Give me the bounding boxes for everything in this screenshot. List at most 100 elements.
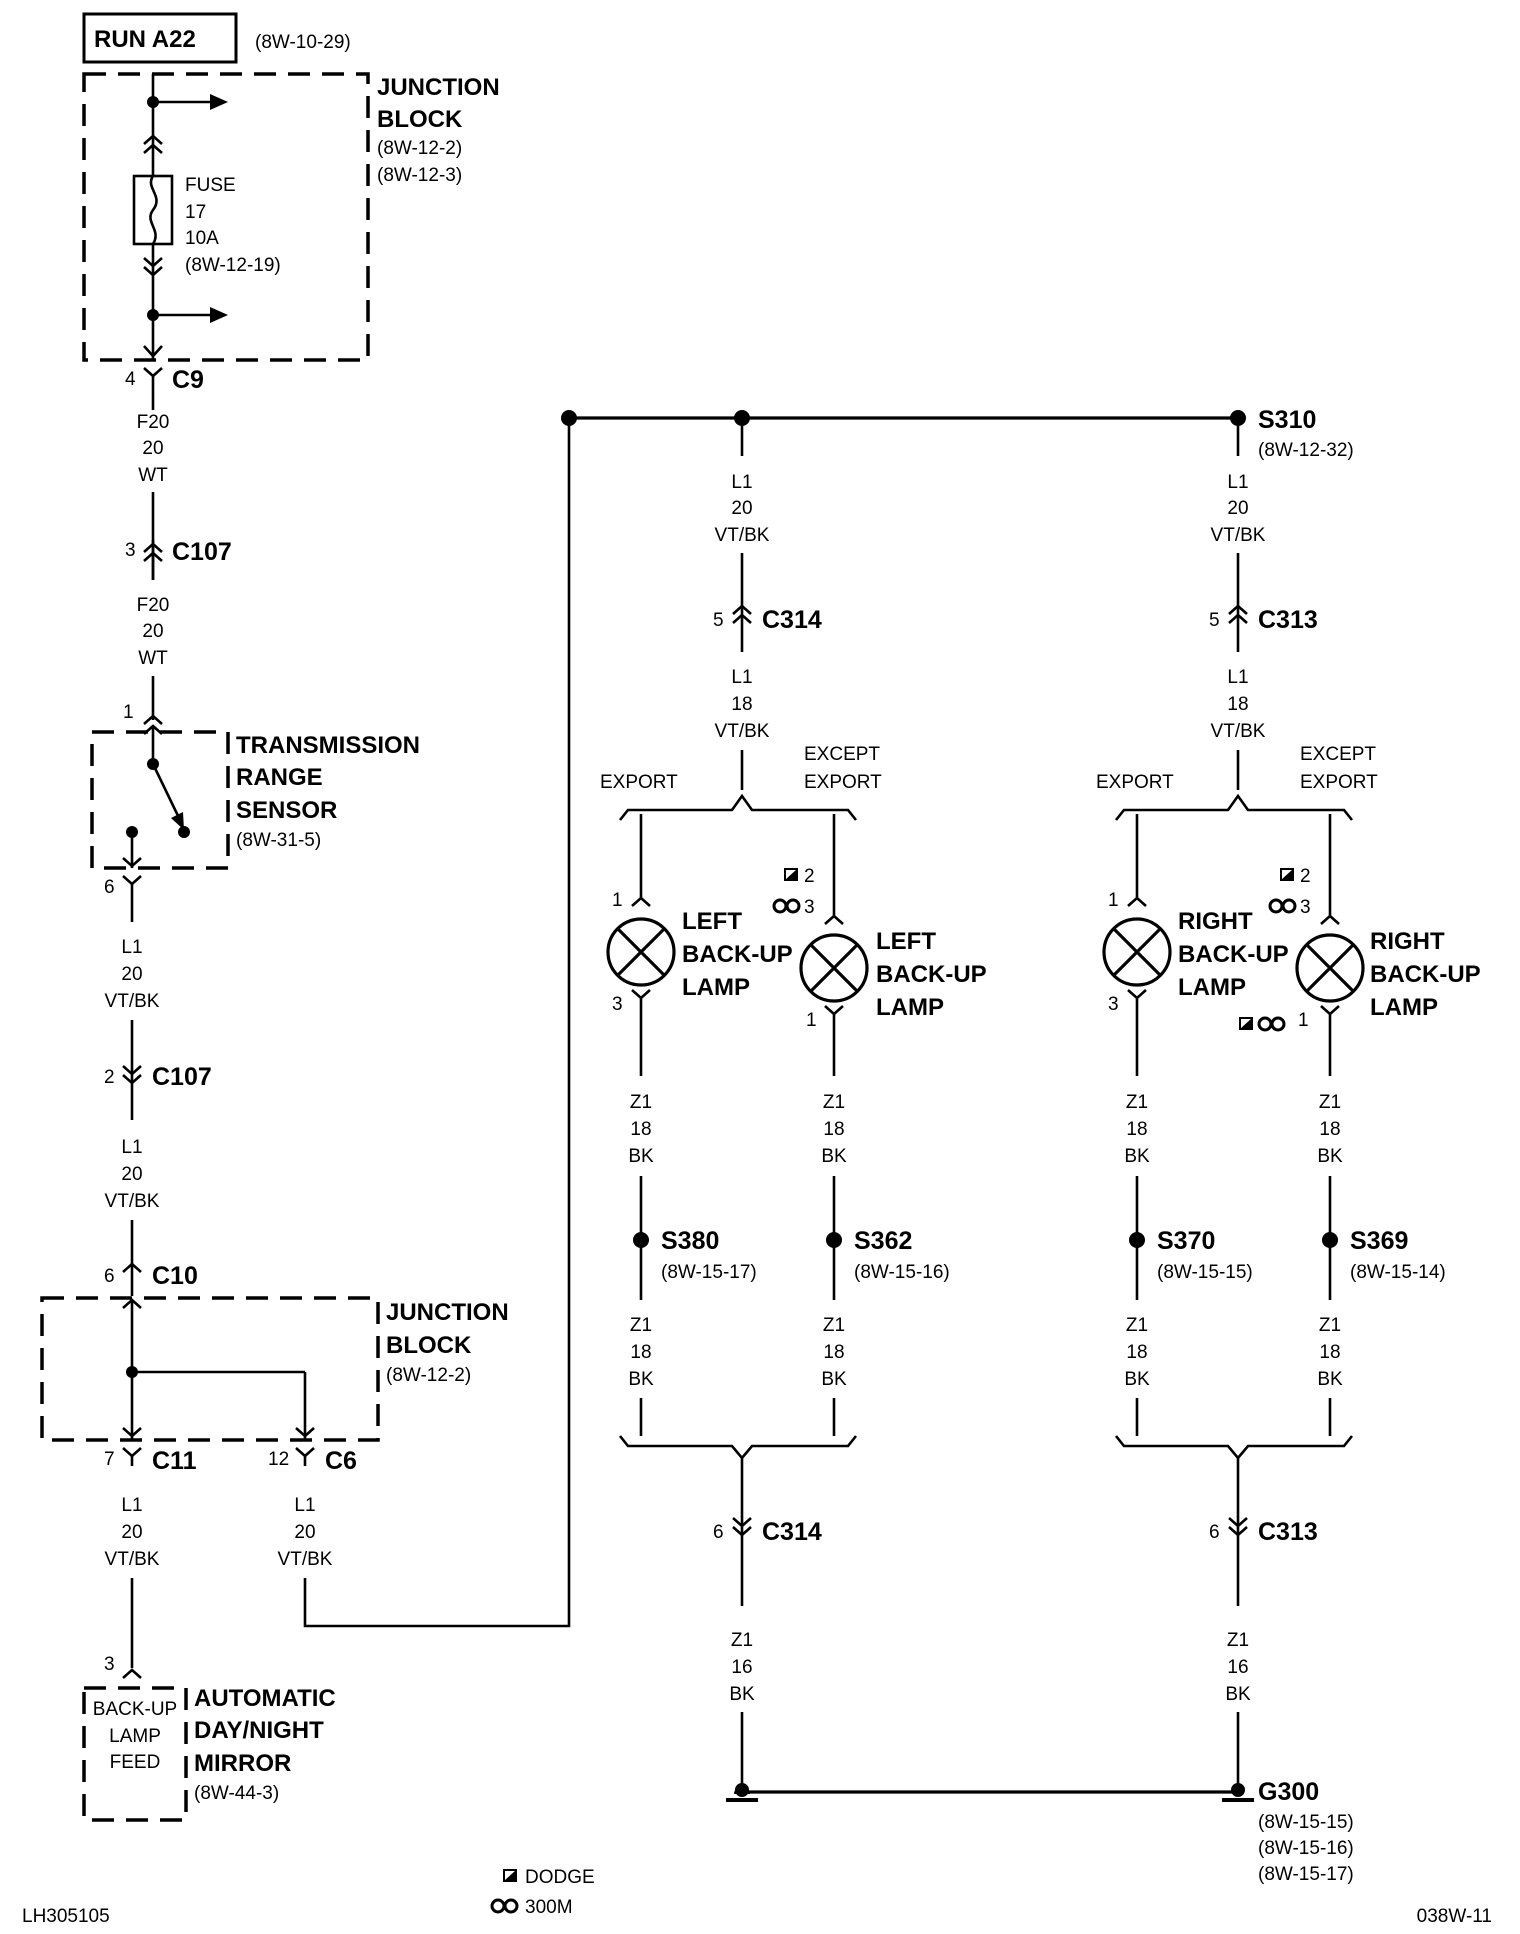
svg-text:LAMP: LAMP [682, 974, 750, 1001]
wire-label-f20-b: F20 20 WT [137, 595, 170, 669]
svg-text:7: 7 [104, 1449, 115, 1470]
svg-text:(8W-12-2): (8W-12-2) [386, 1365, 471, 1386]
title-block: RUN A22 (8W-10-29) [82, 12, 351, 64]
svg-text:2: 2 [804, 866, 815, 887]
fuse-label: FUSE [185, 175, 236, 196]
svg-text:(8W-15-17): (8W-15-17) [661, 1262, 757, 1283]
svg-text:VT/BK: VT/BK [278, 1549, 333, 1570]
svg-text:C314: C314 [762, 606, 822, 634]
svg-text:F20: F20 [137, 595, 170, 616]
svg-text:BACK-UP: BACK-UP [876, 961, 987, 988]
svg-text:16: 16 [731, 1657, 752, 1678]
svg-text:Z1: Z1 [1126, 1092, 1148, 1113]
splice-s310: S310 [1258, 406, 1316, 434]
branch-export-left: EXPORT [600, 772, 678, 793]
wire-label-right-feed-bot: L1 18 VT/BK [1211, 667, 1266, 742]
ground-wire-left-except: Z1 18 BK S362 (8W-15-16) Z1 18 BK [821, 1024, 950, 1436]
svg-text:VT/BK: VT/BK [105, 1191, 160, 1212]
splice-s362: S362 [854, 1227, 912, 1255]
svg-text:G300: G300 [1258, 1778, 1319, 1806]
svg-text:(8W-12-19): (8W-12-19) [185, 255, 281, 276]
svg-text:4: 4 [125, 369, 136, 390]
svg-text:1: 1 [612, 890, 623, 911]
svg-text:C107: C107 [172, 538, 232, 566]
connector-c10: C10 [152, 1262, 198, 1290]
svg-text:BACK-UP: BACK-UP [1370, 961, 1481, 988]
svg-text:(8W-12-3): (8W-12-3) [377, 165, 462, 186]
svg-text:BK: BK [1124, 1369, 1150, 1390]
splice-s370: S370 [1157, 1227, 1215, 1255]
svg-text:18: 18 [1126, 1119, 1147, 1140]
svg-text:VT/BK: VT/BK [1211, 721, 1266, 742]
branch-except-right-2: EXPORT [1300, 772, 1378, 793]
svg-text:Z1: Z1 [823, 1315, 845, 1336]
svg-text:C313: C313 [1258, 606, 1318, 634]
lamp-left-except-export: 2 3 1 LEFT BACK-UP LAMP [772, 814, 987, 1031]
svg-text:18: 18 [731, 694, 752, 715]
svg-text:20: 20 [121, 964, 142, 985]
svg-text:6: 6 [104, 1266, 115, 1287]
svg-text:RIGHT: RIGHT [1178, 908, 1253, 935]
automatic-day-night-mirror: 3 BACK-UP LAMP FEED AUTOMATIC DAY/NIGHT … [82, 1654, 336, 1822]
svg-text:LEFT: LEFT [876, 928, 936, 955]
wire-label-f20-a: F20 20 WT [137, 412, 170, 486]
ground-wire-right-except: Z1 18 BK S369 (8W-15-14) Z1 18 BK [1317, 1024, 1446, 1436]
svg-text:1: 1 [806, 1010, 817, 1031]
svg-text:BK: BK [628, 1146, 654, 1167]
svg-text:AUTOMATIC: AUTOMATIC [194, 1685, 336, 1712]
legend: DODGE 300M [490, 1867, 595, 1918]
svg-text:BK: BK [1124, 1146, 1150, 1167]
legend-dodge: DODGE [525, 1867, 595, 1888]
connector-c9: 4 C9 [125, 366, 204, 394]
lamp-right-except-export: 2 3 1 RIGHT BACK-UP LAMP [1239, 814, 1481, 1032]
svg-text:20: 20 [731, 498, 752, 519]
wire-label-left-feed-top: L1 20 VT/BK [715, 472, 770, 546]
wire-label-gnd-main-right: Z1 16 BK [1225, 1630, 1251, 1705]
svg-text:(8W-15-16): (8W-15-16) [1258, 1838, 1354, 1859]
svg-text:18: 18 [1319, 1119, 1340, 1140]
svg-text:LAMP: LAMP [1370, 994, 1438, 1021]
svg-text:Z1: Z1 [1126, 1315, 1148, 1336]
svg-text:18: 18 [1319, 1342, 1340, 1363]
feed-bus: S310 (8W-12-32) [561, 406, 1354, 461]
svg-text:BACK-UP: BACK-UP [682, 941, 793, 968]
svg-text:18: 18 [823, 1342, 844, 1363]
svg-text:FEED: FEED [110, 1752, 161, 1773]
svg-text:JUNCTION: JUNCTION [377, 74, 500, 101]
svg-text:SENSOR: SENSOR [236, 797, 337, 824]
svg-text:BACK-UP: BACK-UP [93, 1699, 177, 1720]
svg-text:BK: BK [821, 1369, 847, 1390]
svg-text:VT/BK: VT/BK [1211, 525, 1266, 546]
svg-text:RANGE: RANGE [236, 764, 323, 791]
ground-g300: G300 (8W-15-15) (8W-15-16) (8W-15-17) [726, 1778, 1354, 1885]
connector-c11: 7 C11 [104, 1446, 197, 1475]
svg-text:Z1: Z1 [630, 1315, 652, 1336]
branch-export-right: EXPORT [1096, 772, 1174, 793]
svg-text:1: 1 [1298, 1010, 1309, 1031]
connector-c313-b: 6 C313 [1209, 1516, 1318, 1546]
svg-text:Z1: Z1 [823, 1092, 845, 1113]
svg-text:BLOCK: BLOCK [377, 106, 463, 133]
svg-text:RIGHT: RIGHT [1370, 928, 1445, 955]
branch-except-left-2: EXPORT [804, 772, 882, 793]
wire-label-l1-b: L1 20 VT/BK [105, 1137, 160, 1212]
svg-text:LAMP: LAMP [876, 994, 944, 1021]
lamp-right-export: 1 3 RIGHT BACK-UP LAMP [1102, 814, 1289, 1015]
wire-label-right-feed-top: L1 20 VT/BK [1211, 472, 1266, 546]
connector-c313-a: 5 C313 [1209, 604, 1318, 634]
svg-text:C313: C313 [1258, 1518, 1318, 1546]
svg-text:BACK-UP: BACK-UP [1178, 941, 1289, 968]
svg-text:(8W-44-3): (8W-44-3) [194, 1783, 279, 1804]
svg-text:(8W-31-5): (8W-31-5) [236, 830, 321, 851]
wire-label-gnd-main-left: Z1 16 BK [729, 1630, 755, 1705]
splice-s380: S380 [661, 1227, 719, 1255]
svg-text:3: 3 [612, 994, 623, 1015]
connector-c107-b: 2 C107 [104, 1063, 212, 1091]
svg-text:Z1: Z1 [1319, 1315, 1341, 1336]
svg-text:BK: BK [628, 1369, 654, 1390]
svg-text:18: 18 [823, 1119, 844, 1140]
svg-text:JUNCTION: JUNCTION [386, 1299, 509, 1326]
svg-text:2: 2 [1300, 866, 1311, 887]
svg-text:18: 18 [630, 1119, 651, 1140]
